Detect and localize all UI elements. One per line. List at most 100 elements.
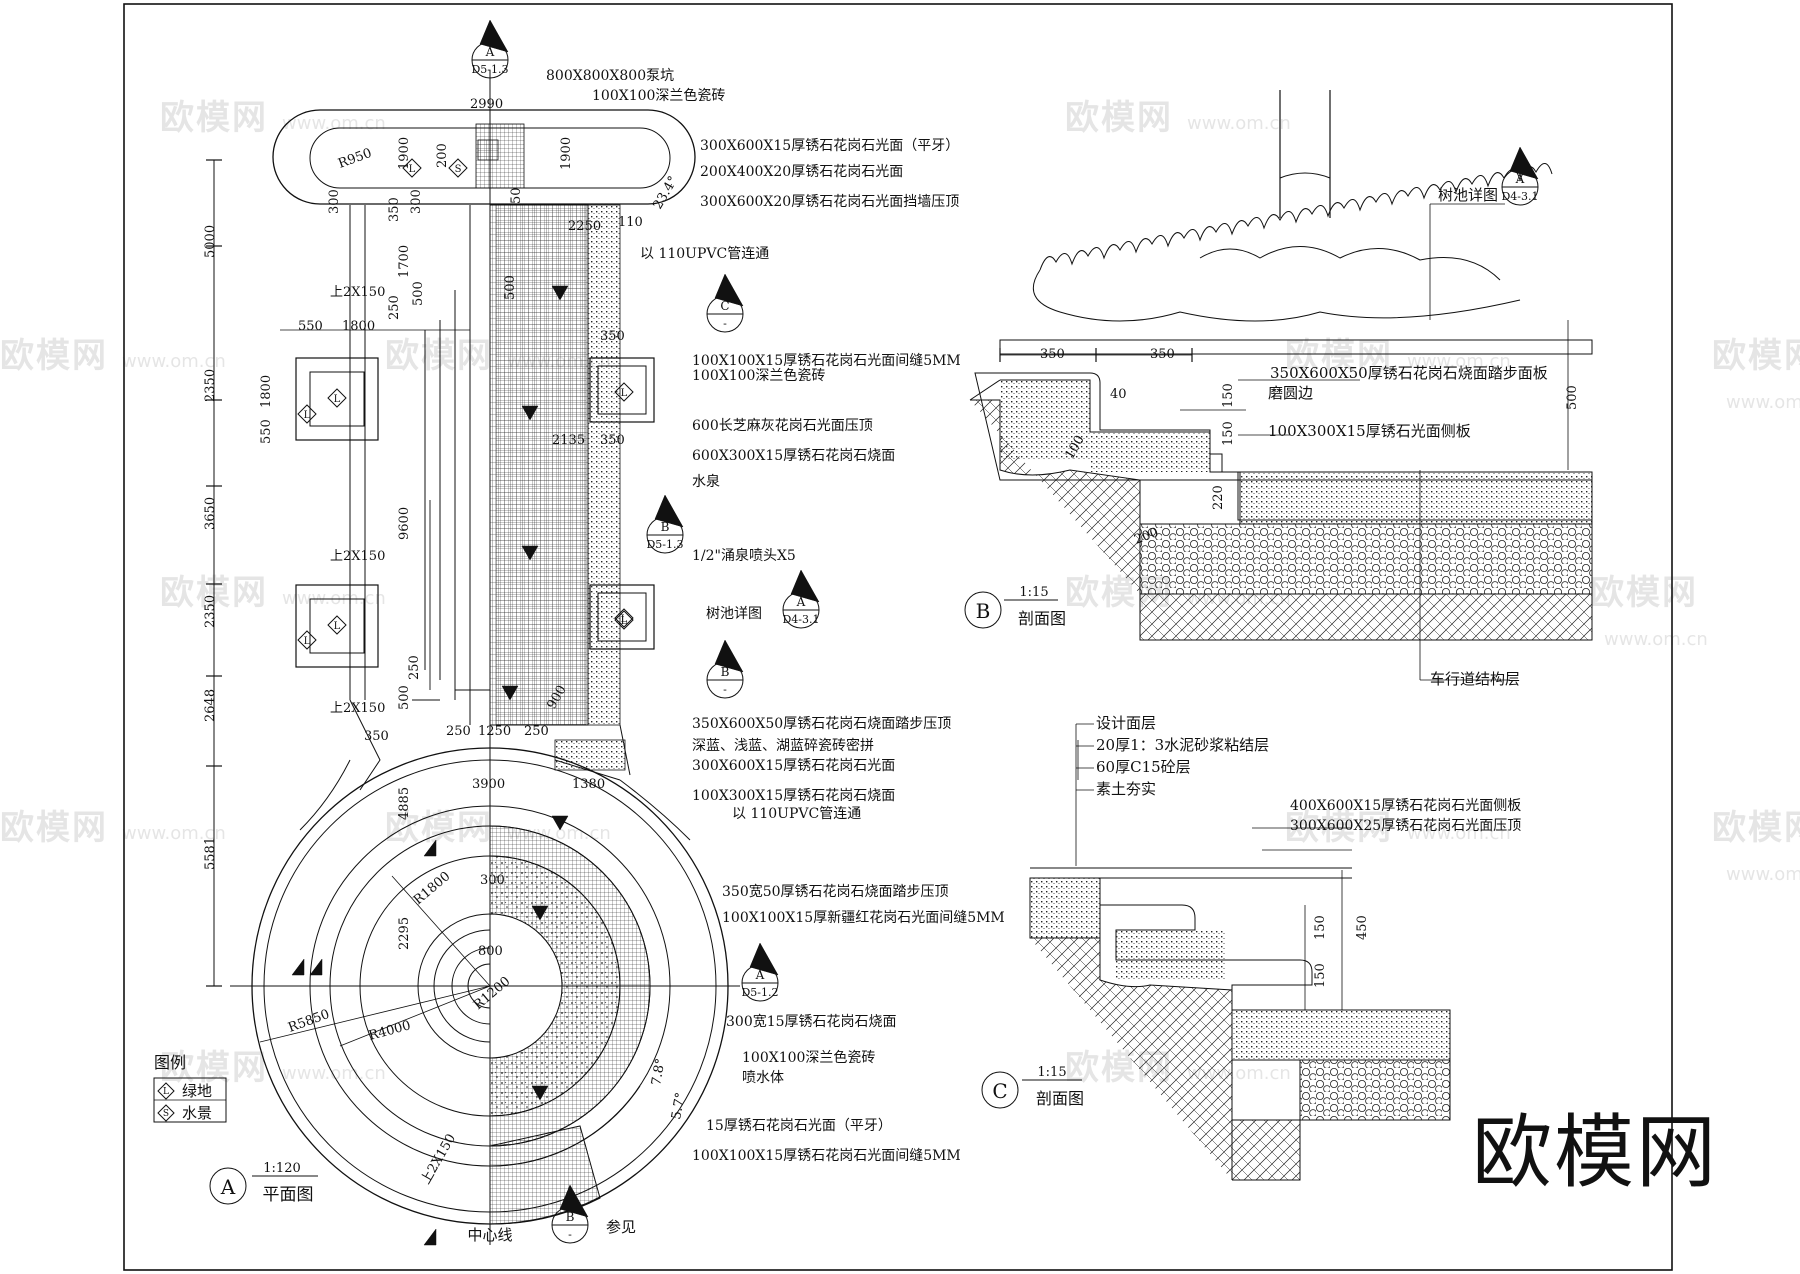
plan-title-circle — [209, 1167, 247, 1205]
marker-top: A — [485, 45, 495, 59]
marker-bottom: D5-1.3 — [471, 63, 508, 76]
plan-dim: 500 — [411, 281, 426, 306]
planter-symbol-text: L — [621, 616, 628, 627]
section-c-title: 剖面图 — [1036, 1089, 1084, 1108]
pump-grate — [477, 139, 499, 161]
plan-dim: 1250 — [478, 724, 511, 739]
marker-b-bottom: B- — [551, 1184, 589, 1244]
section-b-dim: 350 — [1040, 347, 1065, 362]
marker-arrow — [749, 942, 779, 976]
plan-callout: 350宽50厚锈石花岗石烧面踏步压顶 — [722, 883, 949, 900]
plan-dim: 250 — [446, 724, 471, 739]
plan-callout: 100X100X15厚锈石花岗石光面间缝5MM — [692, 1148, 961, 1164]
c-concrete-3 — [1231, 1009, 1451, 1061]
plan-callout: 350X600X50厚锈石花岗石烧面踏步压顶 — [692, 716, 951, 732]
section-c-geometry — [1029, 740, 1451, 1181]
concrete-2 — [1090, 432, 1210, 472]
marker-a-top: A D5-1.3 — [471, 19, 509, 79]
section-c-dim: 450 — [1355, 915, 1370, 940]
tree-ring — [1279, 172, 1331, 179]
plan-dim: 2350 — [203, 595, 218, 628]
planter-symbol — [614, 610, 634, 630]
marker-top: B — [566, 1210, 575, 1224]
marker-arrow — [714, 273, 744, 307]
plan-dim: 800 — [478, 944, 503, 959]
plan-dim: R1800 — [411, 869, 453, 908]
earth-hatch — [970, 399, 1593, 641]
tree-detail-label: 树池详图 — [1438, 186, 1498, 204]
section-b-dim: 220 — [1211, 485, 1226, 510]
plan-callout: 100X100深兰色瓷砖 — [742, 1049, 875, 1066]
plan-callout: 800X800X800泵坑 — [546, 68, 674, 84]
legend-symbol — [157, 1082, 175, 1100]
plan-callout: 100X100X15厚新疆红花岗石光面间缝5MM — [722, 910, 1005, 926]
section-c-letter: C — [992, 1079, 1007, 1103]
plan-dim: 2250 — [568, 219, 601, 234]
planter-right — [589, 584, 655, 650]
flow-arrow — [531, 905, 549, 921]
marker-section-b-tree: AD4-3.1 — [1501, 146, 1539, 206]
plan-callout: 600X300X15厚锈石花岗石烧面 — [692, 448, 895, 464]
plan-dim: 3650 — [203, 497, 218, 530]
plan-scale: 1:120 — [263, 1161, 300, 1176]
marker-bottom: D4-3.1 — [782, 613, 819, 626]
legend-label: 水景 — [182, 1104, 212, 1122]
flow-arrow — [521, 545, 539, 561]
concrete-1 — [1000, 380, 1090, 460]
section-c-dim: 150 — [1313, 915, 1328, 940]
plan-dim: 9600 — [397, 507, 412, 540]
marker-top: A — [796, 595, 806, 609]
planter-symbol — [327, 388, 347, 408]
planter-symbol-text: L — [304, 636, 311, 647]
plan-dim: 550 — [259, 419, 274, 444]
plan-dim: 300 — [480, 873, 505, 888]
plan-callout: 300宽15厚锈石花岗石烧面 — [726, 1013, 897, 1030]
radius-r4000 — [339, 985, 491, 1047]
section-b-scale: 1:15 — [1019, 585, 1048, 600]
marker-bottom: D4-3.1 — [1501, 190, 1538, 203]
plan-dim: 4885 — [397, 787, 412, 820]
tree-foliage-bottom — [1032, 269, 1521, 322]
marker-top: A — [755, 968, 765, 982]
section-b-callout: 350X600X50厚锈石花岗石烧面踏步面板 — [1270, 364, 1548, 382]
section-b-letter: B — [976, 599, 991, 623]
section-b-circle — [964, 591, 1002, 629]
plan-callout: 300X600X15厚锈石花岗石光面（平牙） — [700, 138, 959, 154]
marker-bottom: - — [568, 1228, 572, 1241]
c-gravel — [1299, 1059, 1451, 1121]
plan-dim: 2990 — [470, 97, 503, 112]
marker-top: B — [721, 665, 730, 679]
drawing-frame — [123, 3, 1673, 1271]
tree-trunk — [1279, 90, 1331, 218]
section-arrow — [309, 958, 323, 976]
planter-symbol-text: L — [621, 614, 628, 625]
plan-dim: R4000 — [367, 1018, 412, 1044]
marker-b-2: B- — [706, 639, 744, 699]
plan-dim: 1900 — [397, 137, 412, 170]
marker-c: C- — [706, 273, 744, 333]
radius-r1800 — [391, 875, 491, 987]
neck-lines — [299, 759, 691, 841]
tree-foliage-top — [1039, 163, 1553, 271]
planter-left — [295, 357, 379, 441]
plan-dim: 250 — [407, 655, 422, 680]
top-basin-inner — [309, 127, 671, 189]
planter-symbol-text: L — [621, 388, 628, 399]
section-c-layer: 设计面层 — [1096, 714, 1156, 732]
plan-dim: 2295 — [397, 917, 412, 950]
section-arrow — [423, 1228, 437, 1246]
section-b-dim: 150 — [1221, 383, 1236, 408]
plan-dim: 2648 — [203, 689, 218, 722]
plan-dim: 50 — [509, 187, 524, 204]
marker-tree-detail: A D4-3.1 — [782, 569, 820, 629]
section-c-layer: 素土夯实 — [1096, 780, 1156, 798]
top-basin-outer — [272, 109, 696, 205]
legend-title: 图例 — [154, 1053, 186, 1072]
marker-bottom: D5-1.3 — [646, 538, 683, 551]
planter-symbol — [297, 630, 317, 650]
section-c-circle — [981, 1071, 1019, 1109]
tree-foliage-mid — [1199, 246, 1501, 281]
c-concrete-1 — [1029, 877, 1101, 939]
planter-symbol — [402, 158, 422, 178]
